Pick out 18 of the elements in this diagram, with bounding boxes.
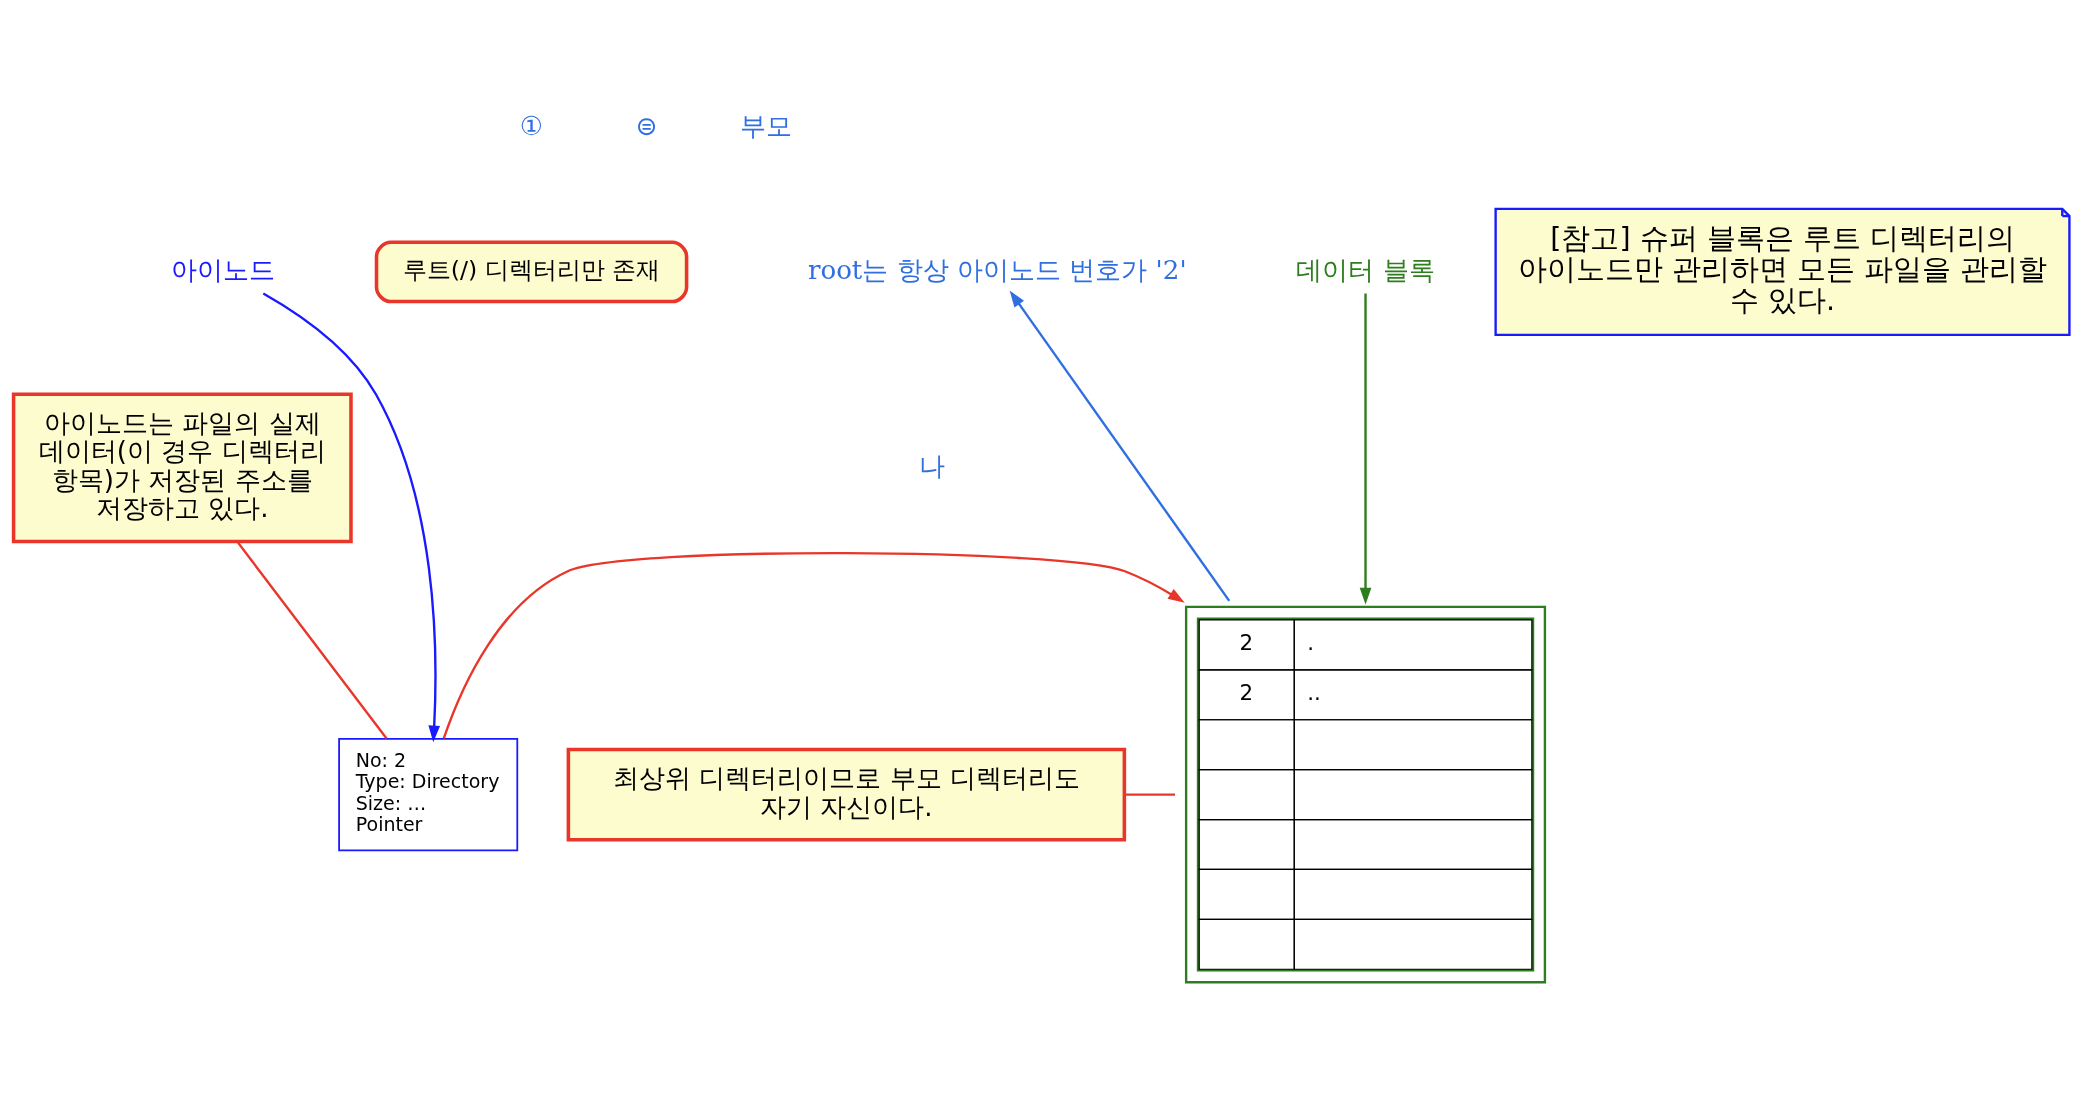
node-box: No: 2 Type: Directory Size: … Pointer bbox=[338, 737, 519, 851]
arrow bbox=[1009, 290, 1231, 602]
label: ⊜ bbox=[635, 110, 658, 141]
label: ① bbox=[519, 110, 544, 141]
connector bbox=[236, 540, 388, 739]
label: 나 bbox=[918, 450, 945, 481]
node-text: 아이노드 bbox=[170, 254, 275, 285]
node-box: 루트(/) 디렉터리만 존재 bbox=[374, 239, 689, 303]
arrow bbox=[442, 551, 1185, 739]
arrow bbox=[1359, 292, 1372, 604]
node-box: 2 . 2 .. bbox=[1184, 605, 1547, 983]
node-box: 최상위 디렉터리이므로 부모 디렉터리도 자기 자신이다. bbox=[566, 747, 1127, 842]
node-box: 아이노드는 파일의 실제 데이터(이 경우 디렉터리 항목)가 저장된 주소를 저장하고 있다. bbox=[11, 391, 353, 543]
node-text: root는 항상 아이노드 번호가 '2' bbox=[807, 254, 1187, 285]
label: 부모 bbox=[739, 110, 792, 141]
node-text: 데이터 블록 bbox=[1296, 254, 1435, 285]
connector bbox=[1124, 792, 1176, 796]
arrow bbox=[262, 291, 441, 742]
